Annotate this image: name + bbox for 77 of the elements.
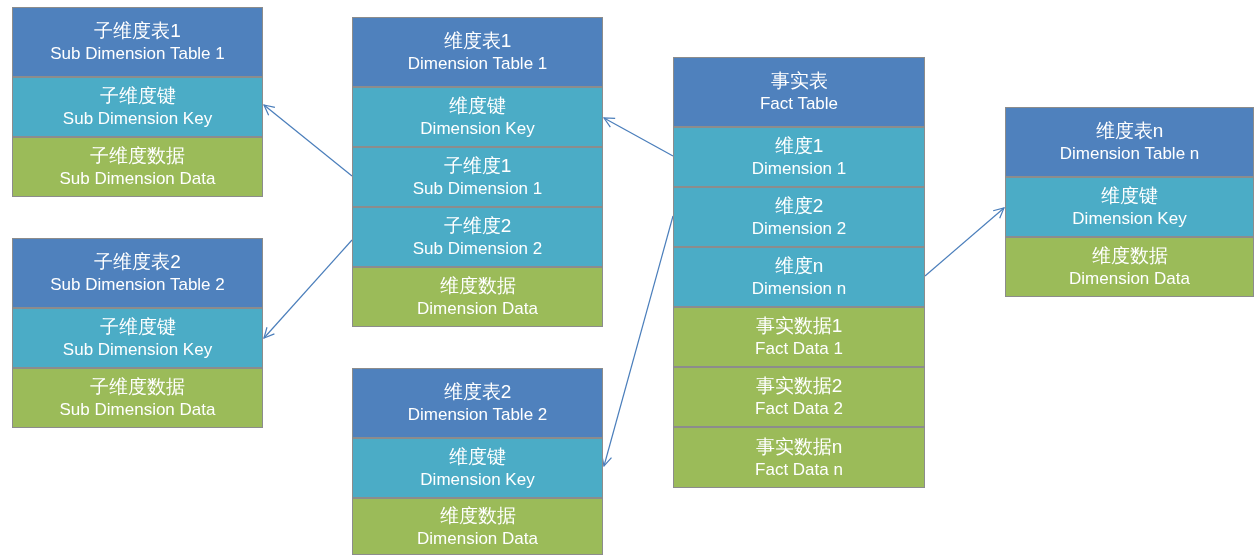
table-header bbox=[12, 7, 263, 77]
english-label: Dimension Data bbox=[417, 527, 538, 550]
table-header bbox=[12, 238, 263, 308]
chinese-label: 子维度数据 bbox=[90, 375, 185, 399]
chinese-label: 维度表1 bbox=[443, 29, 512, 53]
english-label: Sub Dimension 1 bbox=[412, 178, 543, 200]
english-label: Dimension Table 2 bbox=[407, 404, 548, 426]
english-label: Sub Dimension Table 2 bbox=[50, 274, 225, 296]
chinese-label: 维度键 bbox=[449, 94, 506, 118]
table-header bbox=[352, 368, 603, 438]
chinese-label: 维度表2 bbox=[443, 380, 512, 404]
chinese-label: 维度2 bbox=[774, 194, 824, 218]
data-field bbox=[673, 367, 925, 427]
chinese-label: 维度数据 bbox=[439, 503, 516, 528]
arrow bbox=[263, 239, 353, 339]
key-field bbox=[673, 187, 925, 247]
english-label: Fact Table bbox=[759, 93, 839, 115]
chinese-label: 维度数据 bbox=[1091, 244, 1168, 268]
arrow bbox=[601, 215, 674, 467]
data-field bbox=[352, 498, 603, 555]
key-field bbox=[673, 127, 925, 187]
data-field bbox=[673, 307, 925, 367]
arrow bbox=[924, 207, 1005, 277]
chinese-label: 维度n bbox=[774, 254, 824, 278]
chinese-label: 子维度表1 bbox=[94, 19, 181, 43]
arrow bbox=[263, 104, 353, 177]
chinese-label: 子维度表2 bbox=[94, 250, 181, 274]
english-label: Sub Dimension 2 bbox=[412, 238, 543, 260]
english-label: Fact Data 1 bbox=[755, 338, 843, 360]
key-field bbox=[12, 308, 263, 368]
english-label: Dimension 1 bbox=[751, 158, 847, 180]
key-field bbox=[352, 147, 603, 207]
arrow bbox=[603, 117, 674, 157]
chinese-label: 维度1 bbox=[774, 134, 824, 158]
data-field bbox=[12, 368, 263, 428]
key-field bbox=[352, 438, 603, 498]
chinese-label: 子维度数据 bbox=[90, 144, 185, 168]
key-field bbox=[1005, 177, 1254, 237]
data-field bbox=[673, 427, 925, 488]
chinese-label: 事实数据1 bbox=[755, 314, 843, 338]
chinese-label: 子维度键 bbox=[99, 84, 176, 108]
chinese-label: 子维度2 bbox=[443, 214, 512, 238]
table-header bbox=[1005, 107, 1254, 177]
data-field bbox=[1005, 237, 1254, 297]
english-label: Dimension Data bbox=[417, 298, 538, 320]
english-label: Dimension Table n bbox=[1059, 143, 1200, 165]
key-field bbox=[12, 77, 263, 137]
english-label: Sub Dimension Data bbox=[59, 399, 216, 421]
english-label: Fact Data 2 bbox=[755, 398, 843, 420]
english-label: Dimension 2 bbox=[751, 218, 847, 240]
key-field bbox=[352, 87, 603, 147]
key-field bbox=[673, 247, 925, 307]
chinese-label: 事实数据n bbox=[755, 434, 843, 459]
english-label: Sub Dimension Data bbox=[59, 168, 216, 190]
chinese-label: 事实数据2 bbox=[755, 374, 843, 398]
english-label: Dimension Data bbox=[1069, 268, 1190, 290]
english-label: Dimension n bbox=[751, 278, 847, 300]
data-field bbox=[12, 137, 263, 197]
chinese-label: 子维度1 bbox=[443, 154, 512, 178]
english-label: Fact Data n bbox=[755, 458, 843, 481]
english-label: Dimension Key bbox=[420, 118, 535, 140]
table-header bbox=[673, 57, 925, 127]
chinese-label: 子维度键 bbox=[99, 315, 176, 339]
chinese-label: 维度键 bbox=[449, 445, 506, 469]
english-label: Sub Dimension Key bbox=[62, 108, 213, 130]
english-label: Dimension Key bbox=[420, 469, 535, 491]
english-label: Dimension Key bbox=[1072, 208, 1187, 230]
chinese-label: 维度数据 bbox=[439, 274, 516, 298]
english-label: Sub Dimension Key bbox=[62, 339, 213, 361]
chinese-label: 事实表 bbox=[770, 69, 828, 93]
english-label: Sub Dimension Table 1 bbox=[50, 43, 225, 65]
table-header bbox=[352, 17, 603, 87]
english-label: Dimension Table 1 bbox=[407, 53, 548, 75]
chinese-label: 维度表n bbox=[1095, 119, 1164, 143]
data-field bbox=[352, 267, 603, 327]
key-field bbox=[352, 207, 603, 267]
chinese-label: 维度键 bbox=[1101, 184, 1158, 208]
